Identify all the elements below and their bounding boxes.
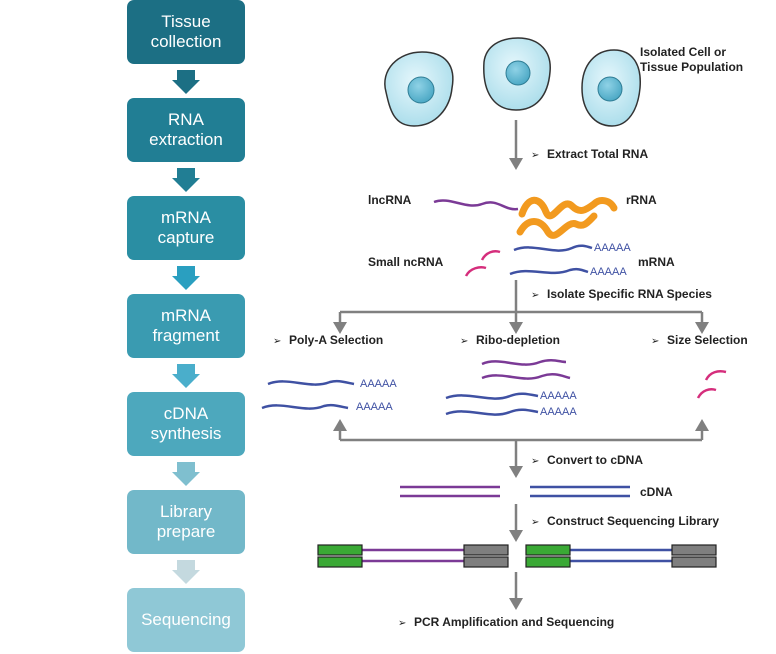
cell-icon xyxy=(581,49,641,127)
flow-arrow xyxy=(509,440,523,478)
bullet-arrow-icon: ➢ xyxy=(531,456,539,467)
cells-label-line1: Isolated Cell or xyxy=(640,45,726,59)
down-arrow-icon xyxy=(172,70,200,94)
step-label-isolate: Isolate Specific RNA Species xyxy=(547,287,712,301)
step-mrna-fragment: mRNA fragment xyxy=(127,294,245,358)
mrna-strand xyxy=(267,379,355,386)
small-ncrna-strand xyxy=(696,388,717,399)
polya-tail: AAAAA xyxy=(594,242,631,254)
step-sequencing: Sequencing xyxy=(127,588,245,652)
polya-tail: AAAAA xyxy=(540,390,577,402)
cdna-label: cDNA xyxy=(640,485,673,499)
small-ncrna-label: Small ncRNA xyxy=(368,255,444,269)
down-arrow-icon xyxy=(172,168,200,192)
polya-tail: AAAAA xyxy=(540,406,577,418)
bullet-arrow-icon: ➢ xyxy=(398,618,406,629)
step-tissue-collection: Tissue collection xyxy=(127,0,245,64)
small-ncrna-strand xyxy=(464,266,487,277)
cell-icon xyxy=(384,51,454,127)
rrna-strand xyxy=(518,196,618,220)
lncrna-strand xyxy=(433,199,519,211)
bullet-arrow-icon: ➢ xyxy=(460,336,468,347)
library-fragment xyxy=(317,544,509,568)
small-ncrna-strand xyxy=(480,250,501,261)
polya-tail: AAAAA xyxy=(356,401,393,413)
polya-tail: AAAAA xyxy=(360,378,397,390)
lncrna-strand xyxy=(481,373,571,380)
bullet-arrow-icon: ➢ xyxy=(531,150,539,161)
bullet-arrow-icon: ➢ xyxy=(273,336,281,347)
down-arrow-icon xyxy=(172,560,200,584)
size-selection-label: Size Selection xyxy=(667,333,748,347)
step-label-construct: Construct Sequencing Library xyxy=(547,514,719,528)
lncrna-strand xyxy=(481,358,567,366)
flow-arrow xyxy=(509,572,523,610)
down-arrow-icon xyxy=(172,364,200,388)
split-connector xyxy=(333,310,709,334)
bullet-arrow-icon: ➢ xyxy=(531,517,539,528)
polya-selection-label: Poly-A Selection xyxy=(289,333,383,347)
polya-tail: AAAAA xyxy=(590,266,627,278)
cell-icon xyxy=(483,37,551,111)
bullet-arrow-icon: ➢ xyxy=(531,290,539,301)
cells-label-line2: Tissue Population xyxy=(640,60,743,74)
step-label-convert: Convert to cDNA xyxy=(547,453,643,467)
mrna-label: mRNA xyxy=(638,255,675,269)
step-mrna-capture: mRNA capture xyxy=(127,196,245,260)
rrna-strand xyxy=(516,212,598,239)
merge-connector xyxy=(333,419,709,442)
step-library-prepare: Library prepare xyxy=(127,490,245,554)
down-arrow-icon xyxy=(172,462,200,486)
mrna-strand xyxy=(445,408,539,416)
mrna-strand xyxy=(261,403,349,410)
step-cdna-synthesis: cDNA synthesis xyxy=(127,392,245,456)
ribo-depletion-label: Ribo-depletion xyxy=(476,333,560,347)
step-rna-extraction: RNA extraction xyxy=(127,98,245,162)
flow-arrow xyxy=(509,280,523,334)
flow-arrow xyxy=(509,504,523,542)
small-ncrna-strand xyxy=(704,370,727,381)
mrna-strand xyxy=(513,244,593,252)
flow-arrow xyxy=(509,120,523,170)
lncrna-label: lncRNA xyxy=(368,193,412,207)
rrna-label: rRNA xyxy=(626,193,657,207)
step-label-pcr: PCR Amplification and Sequencing xyxy=(414,615,614,629)
library-fragment xyxy=(525,544,717,568)
down-arrow-icon xyxy=(172,266,200,290)
mrna-strand xyxy=(509,267,589,276)
mrna-strand xyxy=(445,392,539,400)
step-label-extract: Extract Total RNA xyxy=(547,147,648,161)
bullet-arrow-icon: ➢ xyxy=(651,336,659,347)
